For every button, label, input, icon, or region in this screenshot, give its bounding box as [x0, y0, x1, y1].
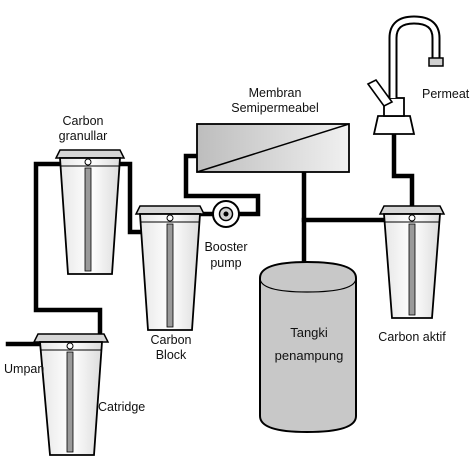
label-catridge: Catridge	[98, 400, 146, 414]
label-carbon-aktif: Carbon aktif	[378, 330, 446, 344]
label-carbon-granullar-line1: Carbon	[62, 114, 104, 128]
label-membran-line2: Semipermeabel	[231, 101, 319, 115]
storage-tank-icon	[259, 260, 357, 434]
label-carbon-block-line1: Carbon	[150, 333, 192, 347]
label-carbon-granullar-line2: granullar	[58, 129, 108, 143]
label-booster-pump-line1: Booster	[204, 240, 248, 254]
label-tangki-line1: Tangki	[290, 325, 328, 340]
carbon-granullar-filter	[54, 149, 126, 275]
booster-pump-icon	[212, 200, 240, 228]
carbon-aktif-filter	[378, 205, 446, 319]
label-tangki-line2: penampung	[274, 348, 344, 363]
pipe-pump-to-membrane	[183, 153, 261, 217]
carbon-block-filter	[134, 205, 206, 331]
pipe-catridge-to-granullar	[33, 161, 103, 345]
pipe-aktif-to-faucet	[391, 131, 415, 213]
label-umpan: Umpan	[4, 362, 45, 376]
pipe-granullar-to-block	[117, 161, 143, 235]
label-carbon-block-line2: Block	[155, 348, 187, 362]
ro-membrane-icon	[196, 123, 350, 173]
label-membran-line1: Membran	[248, 86, 302, 100]
label-permeat: Permeat	[422, 87, 470, 101]
pipes	[5, 131, 415, 347]
label-booster-pump-line2: pump	[210, 256, 242, 270]
faucet-icon	[366, 15, 444, 135]
catridge-filter	[32, 333, 110, 456]
